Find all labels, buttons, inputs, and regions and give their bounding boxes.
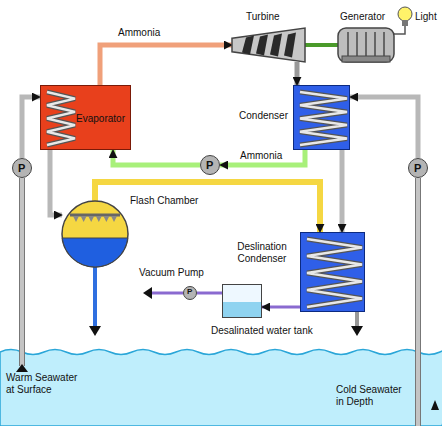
turbine-blade <box>270 33 282 56</box>
flow-arrow <box>143 287 152 299</box>
pipe-connector <box>95 182 320 232</box>
spray-nozzle <box>96 216 102 222</box>
generator-rib <box>374 32 376 58</box>
generator-rib <box>356 32 358 58</box>
node-label: Turbine <box>246 11 280 23</box>
sea-label: Cold Seawater in Depth <box>336 384 406 408</box>
spray-nozzle <box>111 216 117 222</box>
pipes <box>22 178 418 426</box>
generator-shape <box>338 28 394 62</box>
warm-intake-pipe <box>19 178 25 366</box>
turbine-shape <box>232 28 305 62</box>
vacuum-exhaust-pipe <box>152 292 183 295</box>
pipe-connector <box>220 150 305 165</box>
pipe-label: Ammonia <box>240 150 282 162</box>
cold-intake-pipe <box>416 178 420 426</box>
pipe-connector <box>22 97 40 158</box>
pipe-connector <box>197 292 222 295</box>
pipe-connector <box>350 97 418 158</box>
light-bulb: Light <box>398 6 412 26</box>
node-text: Evaporator <box>76 113 125 125</box>
chamber-water <box>62 238 128 267</box>
pump: P <box>12 158 32 178</box>
bulb-base <box>402 20 408 26</box>
light-bulb-shape <box>398 6 412 26</box>
pump-letter: P <box>414 162 421 174</box>
generator: Generator <box>338 28 394 62</box>
desalination-condenser-shape <box>301 233 366 313</box>
turbine-casing <box>232 28 305 62</box>
coil <box>300 92 347 145</box>
desalination-condenser: Deslination Condenser <box>300 232 365 312</box>
flow-arrow <box>351 326 363 336</box>
flow-arrow <box>16 364 28 372</box>
pump-letter: P <box>18 162 25 174</box>
flash-outlet-pipe <box>93 267 97 326</box>
tank-water <box>223 302 261 317</box>
generator-rib <box>365 32 367 58</box>
node-label: Desalinated water tank <box>211 325 313 337</box>
turbine-blade <box>256 34 268 55</box>
pipe-connector <box>262 306 300 309</box>
node-label: Generator <box>340 11 385 23</box>
generator-rib <box>347 32 349 58</box>
generator-rib <box>383 32 385 58</box>
turbine-blade <box>242 35 254 54</box>
flow-arrows <box>16 287 439 410</box>
pipe-connector <box>50 150 62 215</box>
generator-body <box>338 28 394 62</box>
pipe-connector <box>295 62 300 85</box>
node-label: Flash Chamber <box>130 195 198 207</box>
turbine: Turbine <box>232 28 305 62</box>
vacuum-pump: PVacuum Pump <box>183 286 197 300</box>
warm-intake-pipe <box>20 178 24 366</box>
water-tank-shape <box>223 285 263 319</box>
chamber-vapour <box>62 201 128 267</box>
coil <box>47 92 75 145</box>
pipe-connector <box>340 150 345 232</box>
condenser-shape <box>294 86 351 151</box>
desal-outlet-pipe <box>355 312 359 326</box>
spray-nozzle <box>73 216 79 222</box>
turbine-blade <box>284 32 296 57</box>
flash-chamber: Flash Chamber <box>62 201 128 267</box>
cold-intake-pipe <box>415 178 421 426</box>
spray-nozzle <box>103 216 109 222</box>
generator-foot <box>342 56 390 62</box>
node-label: Vacuum Pump <box>139 267 204 279</box>
sea-water <box>0 350 442 426</box>
coil <box>307 239 362 307</box>
condenser: Condenser <box>293 85 350 150</box>
flow-arrow <box>89 326 101 336</box>
pipe-connector <box>113 150 200 165</box>
pump-letter: P <box>206 159 213 171</box>
evaporator: Evaporator <box>40 85 131 150</box>
pump: P <box>408 158 428 178</box>
spray-nozzle <box>88 216 94 222</box>
pipe-connector <box>394 26 405 34</box>
node-label: Deslination Condenser <box>229 241 295 265</box>
bulb-glass <box>398 7 412 21</box>
sea <box>0 350 442 426</box>
pump: P <box>200 155 220 175</box>
coil <box>300 92 347 145</box>
node-label: Condenser <box>239 110 288 122</box>
flow-arrow <box>431 400 439 410</box>
coil <box>47 92 75 145</box>
coil <box>307 239 362 307</box>
sea-label: Warm Seawater at Surface <box>6 372 86 396</box>
water-tank: Desalinated water tank <box>222 284 262 318</box>
pipe-label: Ammonia <box>118 27 160 39</box>
pipe-connector <box>100 45 232 85</box>
node-label: Light <box>415 11 437 23</box>
flash-chamber-shape <box>62 201 128 267</box>
pump-letter: P <box>187 287 192 296</box>
pipe-connector <box>305 43 338 47</box>
spray-nozzle <box>81 216 87 222</box>
